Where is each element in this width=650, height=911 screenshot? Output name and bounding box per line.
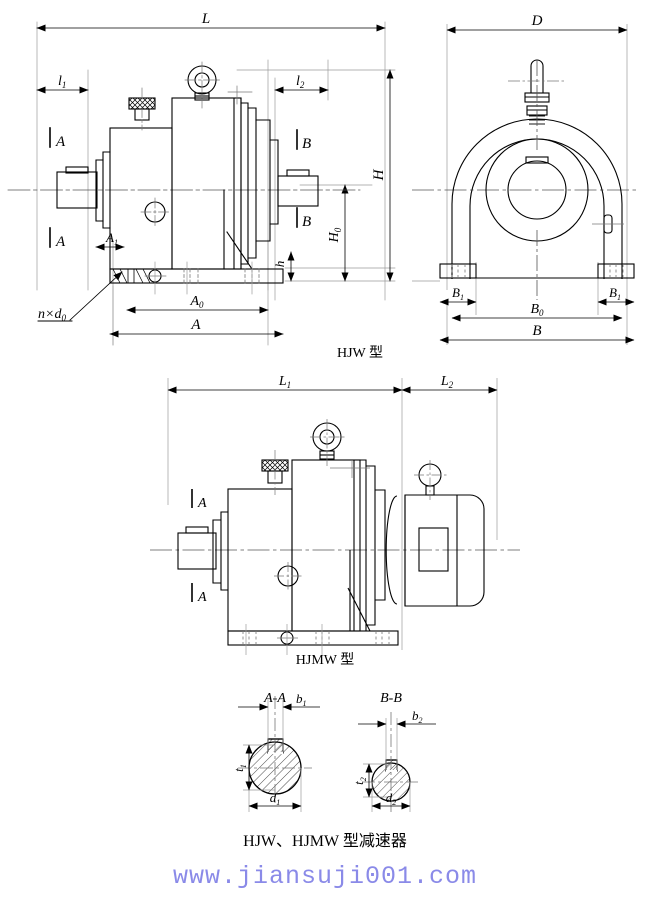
dim-label-t1: t1 <box>231 764 248 772</box>
dim-label-t2: t2 <box>351 777 368 785</box>
hjmw-left-boss <box>220 511 228 591</box>
note-bolt-holes: n×d0 <box>38 307 66 323</box>
motor-flange-face <box>385 495 398 605</box>
dim-label-L2: L2 <box>440 374 454 390</box>
hjmw-input-key <box>185 526 209 534</box>
dim-label-B1-right: B1 <box>609 285 621 302</box>
dim-label-l2: l2 <box>296 74 305 90</box>
hjmw-projection-lines <box>167 378 498 650</box>
housing-flange-right <box>240 102 249 265</box>
section-mark-A-top: A <box>49 127 66 150</box>
dim-label-A: A <box>190 317 201 333</box>
drawing-title: HJW、HJMW 型减速器 <box>243 832 407 850</box>
watermark: www.jiansuji001.com <box>172 862 478 891</box>
section-mark-B-bottom: B <box>296 207 311 230</box>
hjmw-flange2 <box>366 465 376 626</box>
motor-body <box>404 494 485 607</box>
hjmw-rib-diagonal <box>347 587 371 632</box>
dim-label-B0: B0 <box>530 302 544 318</box>
caption-hjmw: HJMW 型 <box>296 652 354 668</box>
caption-hjw: HJW 型 <box>337 345 383 361</box>
dim-label-b2: b2 <box>412 708 423 725</box>
housing-left-boss2 <box>95 159 104 222</box>
dim-label-h: h <box>272 261 287 268</box>
view-section-AA: A-A b1 t1 d1 <box>231 691 320 812</box>
section-label-B-bottom: B <box>302 214 311 230</box>
dim-label-B1-left: B1 <box>452 285 464 302</box>
output-shaft-key <box>286 169 310 177</box>
housing-bearing-cover <box>255 119 271 242</box>
motor-terminal-box <box>418 527 449 572</box>
hjmw-housing-flange <box>360 459 367 631</box>
section-label-A-top: A <box>55 134 66 150</box>
hjmw-left-boss2 <box>212 519 221 584</box>
dim-label-H0: H0 <box>327 227 343 243</box>
dim-label-l1: l1 <box>58 74 66 90</box>
section-mark-A-bottom: A <box>49 227 66 250</box>
hjmw-foot-centerlines <box>245 624 323 655</box>
hjmw-base-plate <box>227 630 399 646</box>
projection-lines <box>36 21 396 346</box>
section-label-B-top: B <box>302 136 311 152</box>
dim-label-B: B <box>532 323 541 339</box>
view-hjmw-front: L1 L2 <box>150 374 520 655</box>
bearing-boss-inner <box>507 160 567 220</box>
dim-label-b1: b1 <box>296 691 307 708</box>
section-mark-B-top: B <box>296 129 311 152</box>
dim-label-A0: A0 <box>189 294 204 310</box>
side-shaft-key <box>525 156 549 164</box>
side-hidden-holes <box>451 264 624 278</box>
dim-label-H: H <box>371 168 387 181</box>
dim-label-D: D <box>531 13 543 29</box>
section-label-A-bottom: A <box>55 234 66 250</box>
dim-label-L: L <box>201 11 210 27</box>
input-shaft-hjw <box>56 171 98 209</box>
dim-label-d1: d1 <box>270 790 281 807</box>
dim-label-d2: d2 <box>386 790 397 807</box>
view-hjw-side: D <box>412 13 636 345</box>
hjmw-section-label-A-top: A <box>197 496 207 511</box>
hjmw-section-label-A-bottom: A <box>197 590 207 605</box>
housing-flange-right2 <box>247 107 257 259</box>
base-plate-hjw <box>109 268 284 284</box>
keyway-AA <box>267 738 284 754</box>
view-hjw-front: L l1 l2 H H0 h A0 <box>7 11 396 346</box>
top-stud <box>530 59 544 94</box>
hjmw-section-mark-A-bottom: A <box>191 583 207 605</box>
housing-left-boss <box>102 151 111 229</box>
internal-rib-diagonal <box>226 231 253 270</box>
section-title-BB: B-B <box>380 691 402 706</box>
dim-label-L1: L1 <box>278 374 291 390</box>
keyway-BB <box>385 759 398 772</box>
view-section-BB: B-B b2 t2 d2 <box>351 691 436 812</box>
leader-bolt-holes <box>69 271 123 321</box>
hjmw-adapter <box>375 489 386 601</box>
foot-hole-centerlines <box>154 261 253 295</box>
hjmw-section-mark-A-top: A <box>191 489 207 511</box>
